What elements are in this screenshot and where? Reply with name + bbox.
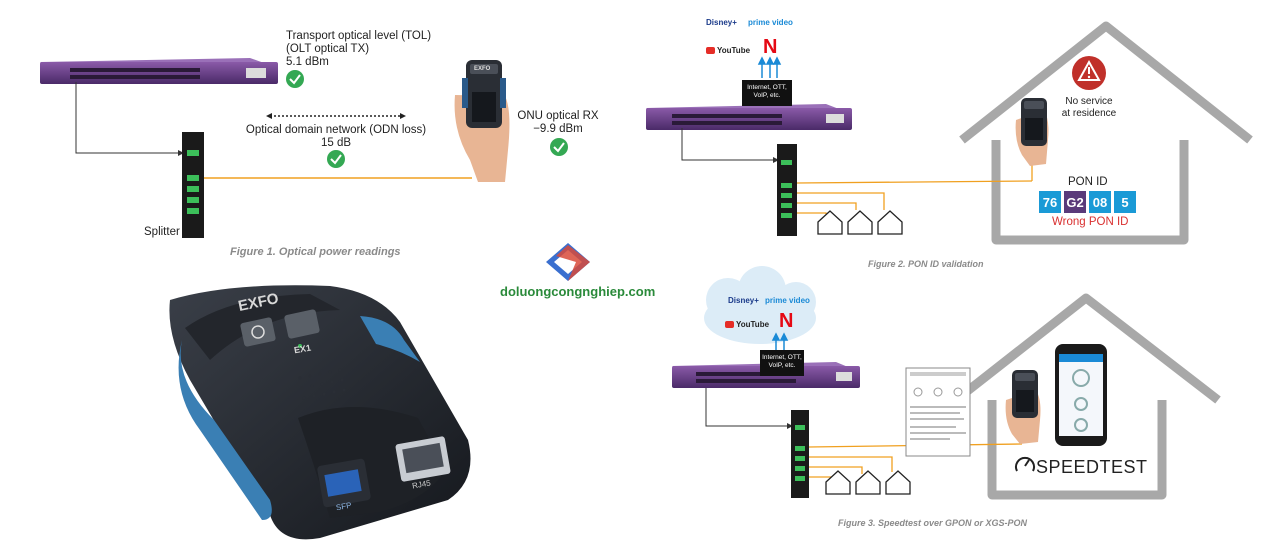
youtube-text-fig3: YouTube [736,320,770,329]
services-line1-fig3: Internet, OTT, [762,354,802,361]
tester-brand-fig1: EXFO [474,66,491,72]
cloud-fig3 [704,266,816,344]
services-line2-fig3: VoIP, etc. [768,362,796,369]
onu-line1: ONU optical RX [517,110,599,122]
uplink-arrows-fig2 [757,56,782,78]
services-label-fig2: Internet, OTT, VoIP, etc. [742,84,792,100]
figure3-caption: Figure 3. Speedtest over GPON or XGS-PON [838,518,1028,528]
netflix-logo-fig2: N [763,36,778,58]
prime-logo-fig2: prime video [748,18,793,27]
olt-switch-fig3 [672,350,860,388]
services-label-fig3: Internet, OTT, VoIP, etc. [760,354,804,370]
disney-logo-fig2: Disney+ [706,18,737,27]
olt-switch-fig2 [646,80,852,130]
uplink-arrows-fig3 [771,332,789,350]
alert-icon [1072,56,1106,90]
speedtest-icon [1015,456,1035,472]
tol-value: 5.1 dBm [286,56,329,68]
no-service-label: No service at residence [1052,96,1126,120]
olt-switch-fig1 [40,58,278,84]
odn-label: Optical domain network (ODN loss) 15 dB [244,124,428,150]
splitter-label: Splitter [144,226,180,238]
exfo-ex1-device [169,285,471,540]
tol-label: Transport optical level (TOL) (OLT optic… [286,30,431,69]
pon-id-box-4: 5 [1114,191,1136,213]
check-icon-tol [286,70,304,88]
handheld-tester-fig3 [1005,370,1041,444]
services-line1-fig2: Internet, OTT, [747,84,787,91]
check-icon-onu [550,138,568,156]
services-line2-fig2: VoIP, etc. [753,92,781,99]
splitter-fig2 [777,144,797,236]
tol-line2: (OLT optical TX) [286,43,370,55]
pon-id-box-3: 08 [1089,191,1111,213]
house-fig2 [959,21,1253,245]
youtube-logo-fig3: YouTube [725,320,769,329]
onu-value: −9.9 dBm [533,123,583,135]
youtube-logo-fig2: YouTube [706,46,750,55]
house-fig3 [953,293,1221,500]
youtube-text-fig2: YouTube [717,46,751,55]
pon-id-box-2: G2 [1064,191,1086,213]
mini-houses-fig2 [817,210,903,235]
handheld-tester-fig2 [1015,98,1049,166]
watermark-logo-icon [546,243,590,281]
netflix-logo-fig3: N [779,310,794,332]
check-icon-odn [327,150,345,168]
mini-houses-fig3 [825,470,911,495]
report-document [905,367,971,457]
figure1-caption: Figure 1. Optical power readings [230,246,401,258]
pon-id-box-1: 76 [1039,191,1061,213]
link-olt-splitter-fig1 [75,82,178,154]
no-service-line1: No service [1065,96,1113,107]
no-service-line2: at residence [1061,108,1117,119]
odn-value: 15 dB [320,137,352,149]
disney-logo-fig3: Disney+ [728,296,759,305]
figure2-caption: Figure 2. PON ID validation [868,259,984,269]
splitter-fig1 [182,132,204,238]
wrong-pon-id-label: Wrong PON ID [1052,216,1129,228]
speedtest-label: SPEEDTEST [1036,457,1148,477]
tol-line1: Transport optical level (TOL) [286,30,432,42]
watermark-text: doluongcongnghiep.com [500,284,656,299]
splitter-fig3 [791,410,809,498]
pon-id-label: PON ID [1068,176,1108,188]
handheld-tester-fig1 [454,60,510,182]
fibers-fig2 [796,160,1033,214]
onu-label: ONU optical RX −9.9 dBm [508,110,608,136]
smartphone [1055,344,1107,446]
odn-line1: Optical domain network (ODN loss) [245,124,427,136]
prime-logo-fig3: prime video [765,296,810,305]
